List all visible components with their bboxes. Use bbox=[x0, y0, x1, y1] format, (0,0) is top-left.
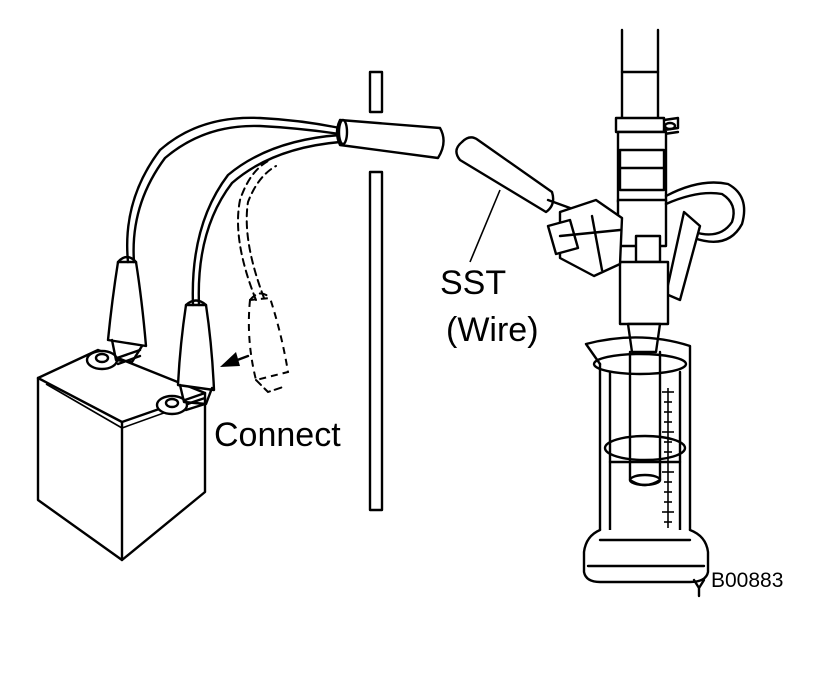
clip-positive bbox=[176, 133, 342, 406]
figure-code: B00883 bbox=[711, 569, 784, 592]
connect-arrow bbox=[220, 352, 250, 367]
wire-label: (Wire) bbox=[446, 311, 539, 349]
clip-disconnected-dashed bbox=[237, 159, 290, 394]
divider-wall bbox=[368, 70, 384, 512]
measuring-cylinder bbox=[582, 336, 710, 598]
connect-label: Connect bbox=[214, 416, 341, 454]
fuel-injector bbox=[546, 28, 746, 354]
clip-negative bbox=[106, 116, 342, 364]
sst-label: SST bbox=[440, 264, 507, 302]
wire-sleeve bbox=[335, 118, 445, 160]
